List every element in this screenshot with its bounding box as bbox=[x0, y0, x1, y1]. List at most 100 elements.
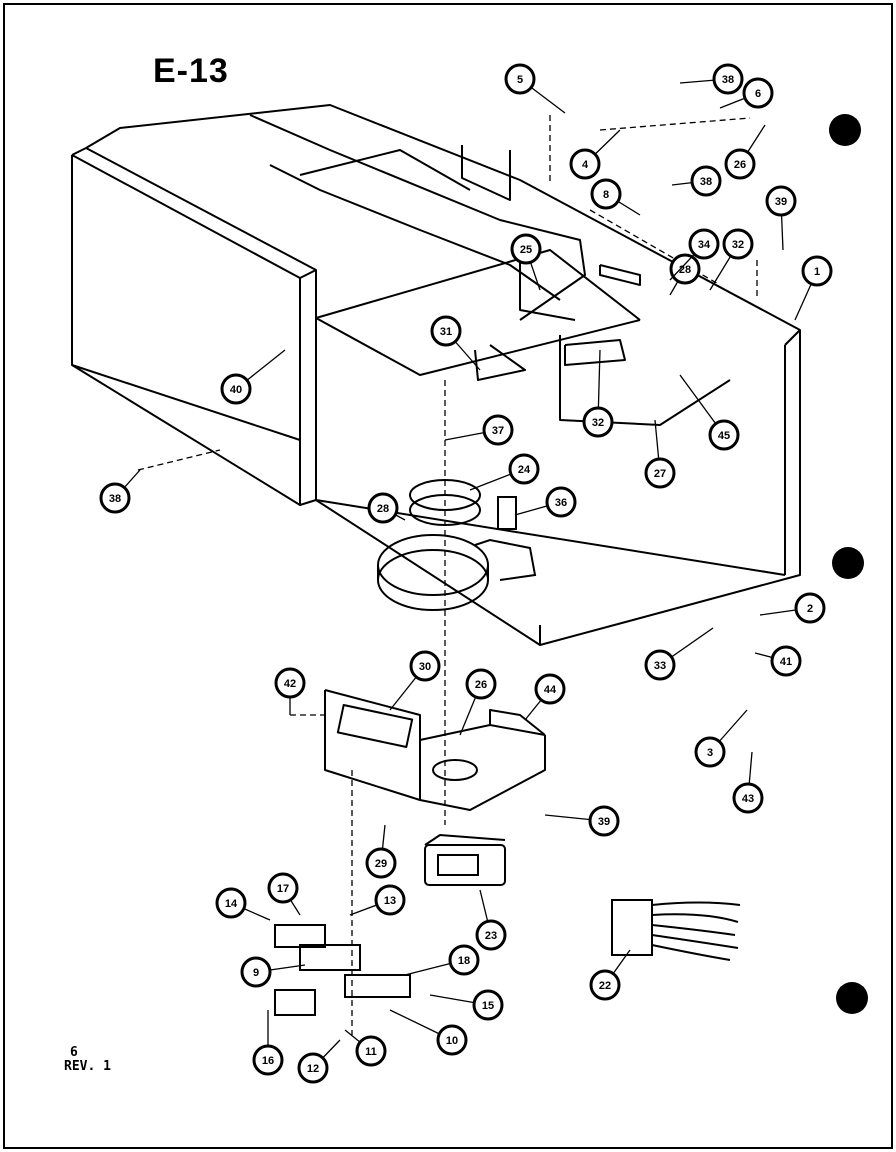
callout-number: 38 bbox=[109, 493, 121, 505]
punch-hole bbox=[836, 982, 868, 1014]
callout-number: 3 bbox=[707, 747, 713, 759]
drive-motor bbox=[424, 833, 506, 886]
callout-balloon bbox=[365, 847, 397, 879]
callout-number: 36 bbox=[555, 497, 567, 509]
callout-balloon bbox=[475, 919, 507, 951]
callout-number: 28 bbox=[679, 264, 691, 276]
callout-number: 24 bbox=[518, 464, 531, 476]
switch-assembly bbox=[274, 924, 411, 1016]
callout-number: 26 bbox=[475, 679, 487, 691]
callout-balloon bbox=[220, 373, 252, 405]
callout-balloon bbox=[688, 228, 720, 260]
revision-label: REV. 1 bbox=[64, 1059, 111, 1074]
callout-balloon bbox=[712, 63, 744, 95]
callout-balloon bbox=[588, 805, 620, 837]
diagram-title: E-13 bbox=[153, 52, 229, 90]
duct-assembly bbox=[249, 114, 641, 381]
callout-number: 18 bbox=[458, 955, 470, 967]
callout-number: 40 bbox=[230, 384, 242, 396]
callout-number: 23 bbox=[485, 930, 497, 942]
callout-balloon bbox=[215, 887, 247, 919]
callout-number: 17 bbox=[277, 883, 289, 895]
callout-number: 27 bbox=[654, 468, 666, 480]
callout-balloon bbox=[465, 668, 497, 700]
callout-balloon bbox=[694, 736, 726, 768]
callout-number: 5 bbox=[517, 74, 523, 86]
callout-balloon bbox=[690, 165, 722, 197]
callout-number: 14 bbox=[225, 898, 238, 910]
callout-balloon bbox=[724, 148, 756, 180]
callout-number: 22 bbox=[599, 980, 611, 992]
callout-balloon bbox=[569, 148, 601, 180]
callout-number: 29 bbox=[375, 858, 387, 870]
callout-number: 37 bbox=[492, 425, 504, 437]
punch-hole bbox=[832, 547, 864, 579]
callout-balloon bbox=[374, 884, 406, 916]
callout-number: 4 bbox=[582, 159, 589, 171]
cabinet-outline bbox=[71, 104, 801, 646]
callout-balloon bbox=[794, 592, 826, 624]
callout-balloon bbox=[589, 969, 621, 1001]
callout-balloon bbox=[742, 77, 774, 109]
wire-harness bbox=[611, 899, 741, 961]
callout-balloon bbox=[510, 233, 542, 265]
callout-balloon bbox=[708, 419, 740, 451]
callout-balloon bbox=[669, 253, 701, 285]
callout-number: 2 bbox=[807, 603, 813, 615]
callout-balloon bbox=[504, 63, 536, 95]
callout-balloon bbox=[508, 453, 540, 485]
callout-balloon bbox=[267, 872, 299, 904]
callout-number: 12 bbox=[307, 1063, 319, 1075]
callout-number: 10 bbox=[446, 1035, 458, 1047]
callout-number: 39 bbox=[775, 196, 787, 208]
page-footer: 6 REV. 1 bbox=[64, 1046, 111, 1074]
callout-balloon bbox=[590, 178, 622, 210]
page-border bbox=[3, 3, 893, 1149]
punch-hole bbox=[829, 114, 861, 146]
callout-balloon bbox=[472, 989, 504, 1021]
callout-number: 42 bbox=[284, 678, 296, 690]
callout-balloon bbox=[644, 457, 676, 489]
callout-number: 11 bbox=[365, 1046, 377, 1058]
callout-balloon bbox=[409, 650, 441, 682]
callout-number: 43 bbox=[742, 793, 754, 805]
callout-number: 26 bbox=[734, 159, 746, 171]
callout-number: 9 bbox=[253, 967, 259, 979]
callout-number: 44 bbox=[544, 684, 557, 696]
callout-number: 15 bbox=[482, 1000, 494, 1012]
callout-balloon bbox=[801, 255, 833, 287]
callout-balloon bbox=[274, 667, 306, 699]
callout-number: 28 bbox=[377, 503, 389, 515]
callout-balloon bbox=[240, 956, 272, 988]
callout-number: 32 bbox=[592, 417, 604, 429]
callout-balloon bbox=[252, 1044, 284, 1076]
leader-lines bbox=[137, 115, 758, 1035]
callout-balloon bbox=[644, 649, 676, 681]
callout-balloon bbox=[770, 645, 802, 677]
callout-number: 45 bbox=[718, 430, 730, 442]
callout-balloon bbox=[482, 414, 514, 446]
callout-balloon bbox=[722, 228, 754, 260]
callout-number: 13 bbox=[384, 895, 396, 907]
callout-balloon bbox=[99, 482, 131, 514]
callout-number: 32 bbox=[732, 239, 744, 251]
callout-number: 1 bbox=[814, 266, 820, 278]
callout-number: 6 bbox=[755, 88, 761, 100]
lower-bracket bbox=[324, 689, 546, 811]
callout-number: 16 bbox=[262, 1055, 274, 1067]
callout-number: 38 bbox=[700, 176, 712, 188]
callout-balloon bbox=[355, 1035, 387, 1067]
callout-balloon bbox=[297, 1052, 329, 1084]
callout-number: 31 bbox=[440, 326, 452, 338]
callout-balloon bbox=[582, 406, 614, 438]
callout-number: 38 bbox=[722, 74, 734, 86]
callout-balloon bbox=[430, 315, 462, 347]
callout-number: 8 bbox=[603, 189, 609, 201]
callout-balloon bbox=[448, 944, 480, 976]
callout-balloon bbox=[765, 185, 797, 217]
callout-balloon bbox=[732, 782, 764, 814]
page-number: 6 bbox=[70, 1045, 78, 1060]
callout-number: 25 bbox=[520, 244, 532, 256]
